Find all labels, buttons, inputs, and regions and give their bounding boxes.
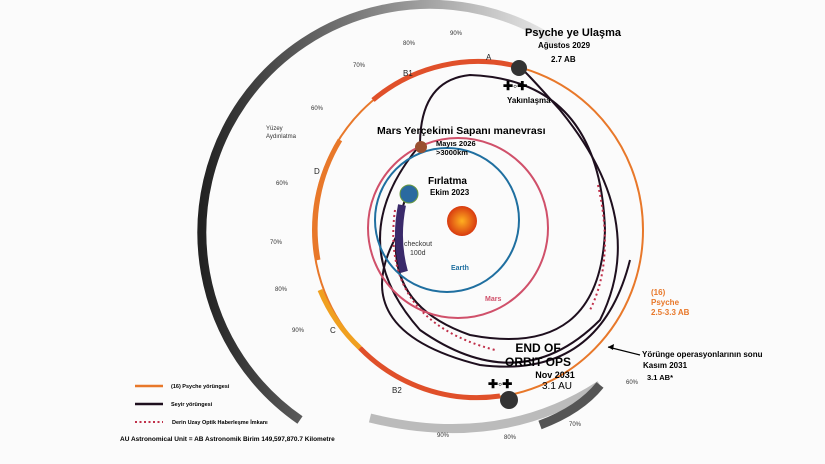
legend-cruise-label: Seyir yörüngesi (171, 402, 213, 408)
percent-label: 90% (450, 31, 463, 37)
end-ops-distance: 3.1 AU (542, 381, 572, 392)
illumination-label-1: Yüzey (266, 126, 283, 132)
percent-label: 60% (276, 181, 289, 187)
checkout-band (394, 204, 408, 274)
optical-comm-arc-left (392, 209, 496, 351)
illumination-label-2: Aydınlatma (266, 134, 297, 140)
end-ops-tr-title: Yörünge operasyonlarının sonu (642, 350, 763, 359)
legend-optical-label: Derin Uzay Optik Haberleşme İmkanı (172, 419, 268, 426)
arrival-date: Ağustos 2029 (538, 41, 591, 50)
segment-d-arc (312, 138, 343, 261)
arrival-distance: 2.7 AB (551, 55, 576, 64)
spacecraft-icon-end: ✚◦✚ (488, 377, 512, 391)
end-ops-tr-distance: 3.1 AB* (647, 373, 673, 382)
percent-label: 70% (353, 63, 366, 69)
optical-comm-arc-right (589, 184, 606, 311)
percent-label: 80% (275, 287, 288, 293)
segment-b2-label: B2 (392, 386, 402, 395)
percent-label: 60% (626, 380, 639, 386)
percent-label: 80% (504, 435, 517, 441)
earth-label: Earth (451, 265, 469, 272)
checkout-days: 100d (410, 250, 426, 257)
flyby-label: Yakınlaşma (507, 96, 551, 105)
percent-label: 60% (311, 106, 324, 112)
illumination-arc-top (197, 0, 563, 424)
checkout-label: checkout (404, 241, 432, 248)
au-footnote: AU Astronomical Unit = AB Astronomik Bir… (120, 436, 335, 443)
legend: (16) Psyche yörüngesi Seyir yörüngesi De… (120, 384, 335, 443)
segment-a-label: A (486, 53, 492, 62)
percent-label: 90% (437, 433, 450, 439)
mars-flyby-altitude: >3000km (436, 148, 468, 157)
earth-orbit (374, 147, 520, 293)
arrival-title: Psyche ye Ulaşma (525, 27, 622, 39)
psyche-orbit-label-2: Psyche (651, 298, 680, 307)
psyche-asteroid-arrival (511, 60, 527, 76)
mars-label: Mars (485, 296, 501, 303)
mars-flyby-date: Mayıs 2026 (436, 139, 476, 148)
segment-b1-label: B1 (403, 69, 413, 78)
psyche-orbit-label-3: 2.5-3.3 AB (651, 308, 690, 317)
end-ops-line1: END OF (515, 341, 560, 355)
segment-b2-arc (358, 346, 501, 401)
end-ops-date: Nov 2031 (535, 370, 575, 380)
mars-orbit (367, 137, 549, 319)
segment-c-label: C (330, 326, 336, 335)
legend-psyche-label: (16) Psyche yörüngesi (171, 384, 230, 390)
end-ops-tr-date: Kasım 2031 (643, 361, 688, 370)
launch-title: Fırlatma (428, 176, 467, 187)
segment-b1-arc (371, 58, 521, 102)
segment-c-arc (317, 289, 362, 350)
mars-icon (415, 141, 427, 153)
percent-label: 70% (270, 240, 283, 246)
cruise-trajectory (379, 66, 631, 368)
launch-date: Ekim 2023 (430, 188, 470, 197)
sun (447, 206, 477, 236)
segment-d-label: D (314, 167, 320, 176)
mars-flyby-title: Mars Yerçekimi Sapanı manevrası (377, 125, 546, 137)
percent-label: 70% (569, 422, 582, 428)
percent-label: 90% (292, 328, 305, 334)
earth-icon (399, 184, 419, 204)
illumination-percent-labels: 90% 80% 70% 60% 60% 70% 80% 90% 90% 80% … (270, 31, 639, 441)
end-ops-arrow (607, 346, 641, 356)
psyche-orbit-label-1: (16) (651, 288, 666, 297)
psyche-asteroid-end (500, 391, 518, 409)
end-ops-line2: ORBIT OPS (505, 355, 571, 369)
percent-label: 80% (403, 41, 416, 47)
spacecraft-icon-arrival: ✚◦✚ (503, 79, 527, 93)
illumination-arc-bottom (368, 381, 603, 434)
